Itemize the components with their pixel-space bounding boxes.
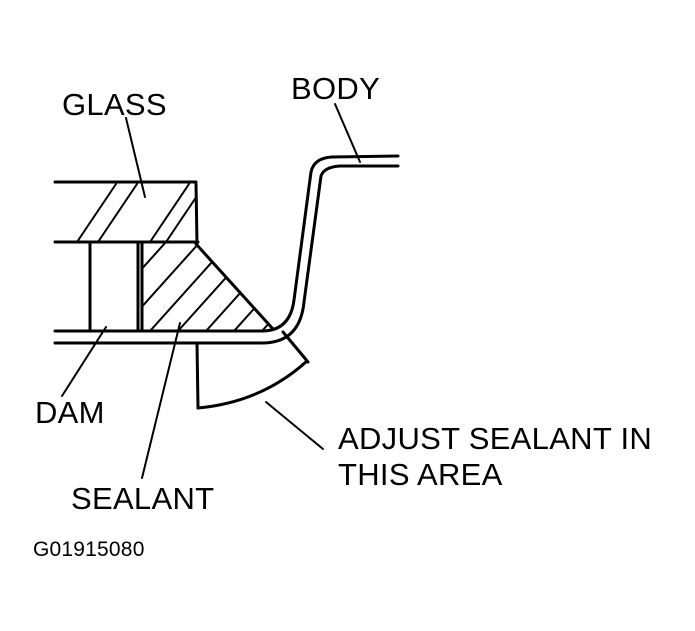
- dam-strip: [88, 242, 140, 333]
- glass-end-edge: [194, 182, 199, 246]
- glass-label: GLASS: [62, 87, 167, 122]
- sealant-label: SEALANT: [71, 481, 215, 516]
- sealant-leader: [141, 322, 181, 479]
- adjust-area-right-tick: [281, 330, 310, 364]
- leader-lines: [61, 103, 361, 479]
- figure-code: G01915080: [33, 538, 145, 561]
- adjust-area-label-line2: THIS AREA: [338, 457, 503, 492]
- dam-label: DAM: [35, 395, 105, 430]
- glass-leader: [125, 117, 146, 198]
- adjust-area-leader: [265, 401, 324, 450]
- body-outer-line: [53, 154, 400, 333]
- adjust-area-arc: [196, 359, 309, 410]
- glass-panel: [53, 180, 200, 246]
- body-label: BODY: [291, 71, 381, 106]
- glass-hatching: [76, 183, 196, 242]
- body-inner-line: [53, 164, 400, 345]
- body-flange: [53, 154, 400, 345]
- body-leader: [334, 103, 361, 163]
- adjust-area-outline: [195, 330, 310, 410]
- adjust-area-label-line1: ADJUST SEALANT IN: [338, 421, 653, 456]
- dam-leader: [61, 326, 107, 397]
- adjust-area-left-edge: [195, 341, 200, 410]
